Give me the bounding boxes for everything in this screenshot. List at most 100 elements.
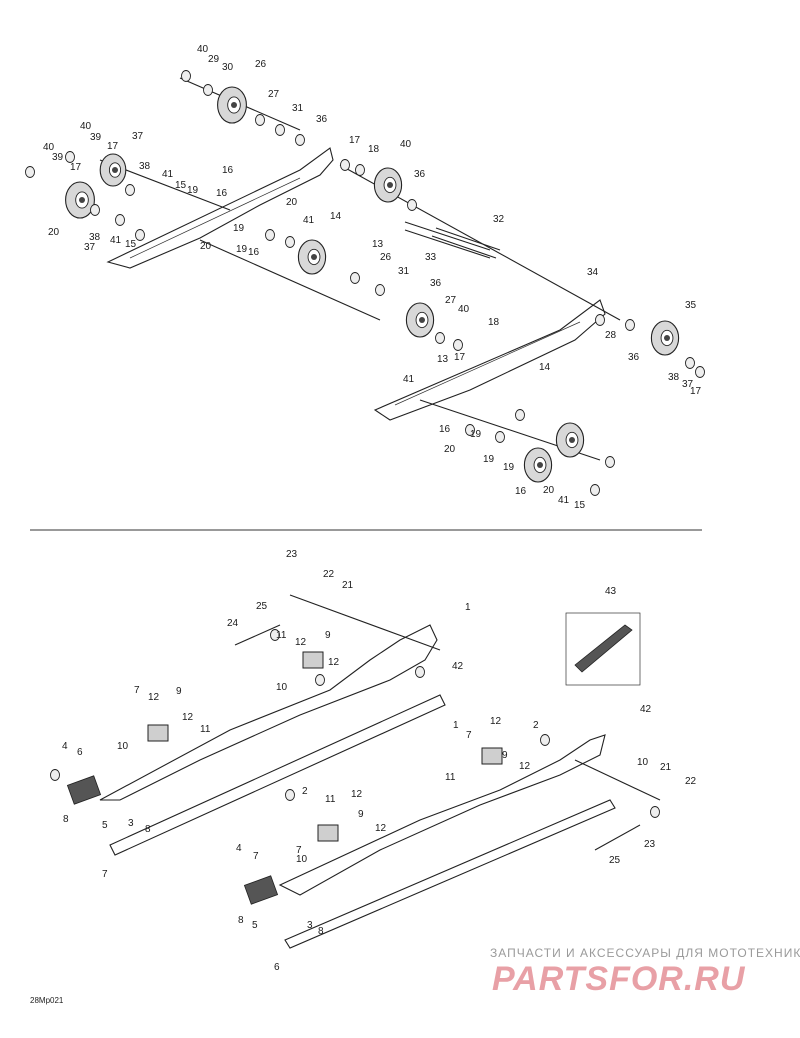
shaft-tube-28 xyxy=(404,221,491,259)
upper-callout-33: 17 xyxy=(349,135,361,146)
upper-callout-4: 27 xyxy=(268,89,280,100)
lower-callout-6: 11 xyxy=(276,630,287,641)
upper-callout-36: 36 xyxy=(414,169,426,180)
upper-callout-52: 41 xyxy=(403,374,415,385)
right-rail-upper xyxy=(373,299,606,421)
upper-callout-1: 29 xyxy=(208,54,220,65)
lower-callout-9: 12 xyxy=(328,657,340,668)
lower-callout-0: 23 xyxy=(286,549,298,560)
wheel-9 xyxy=(555,422,585,458)
washer-31 xyxy=(270,629,280,641)
block-9-a xyxy=(302,651,324,669)
upper-callout-30: 41 xyxy=(303,215,315,226)
wheel-2 xyxy=(99,153,127,187)
lower-callout-52: 25 xyxy=(609,855,621,866)
upper-callout-48: 18 xyxy=(488,317,500,328)
upper-callout-3: 26 xyxy=(255,59,267,70)
lower-callout-25: 7 xyxy=(102,869,108,880)
lower-callout-8: 9 xyxy=(325,630,331,641)
lower-callout-42: 1 xyxy=(453,720,459,731)
washer-8 xyxy=(407,199,417,211)
upper-callout-64: 17 xyxy=(690,386,702,397)
washer-18 xyxy=(453,339,463,351)
lower-callout-21: 8 xyxy=(63,814,69,825)
washer-13 xyxy=(265,229,275,241)
lower-callout-34: 7 xyxy=(253,851,259,862)
washer-37 xyxy=(50,769,60,781)
lower-callout-31: 7 xyxy=(296,845,302,856)
shaft-tube-35 xyxy=(431,227,501,259)
lower-callout-50: 22 xyxy=(685,776,697,787)
washer-11 xyxy=(115,214,125,226)
upper-callout-21: 38 xyxy=(89,232,101,243)
lower-callout-16: 12 xyxy=(182,712,194,723)
part-43-shape xyxy=(574,624,633,673)
upper-callout-23: 15 xyxy=(125,239,137,250)
lower-callout-45: 9 xyxy=(502,750,508,761)
washer-6 xyxy=(340,159,350,171)
washer-25 xyxy=(515,409,525,421)
lower-callout-41: 42 xyxy=(640,704,652,715)
bumper-5-left xyxy=(66,775,102,805)
upper-callout-61: 15 xyxy=(574,500,586,511)
upper-callout-51: 14 xyxy=(539,362,551,373)
left-rail-edge xyxy=(129,177,301,259)
lower-callout-23: 3 xyxy=(128,818,134,829)
part-43-frame xyxy=(565,612,641,686)
bolt-24-left xyxy=(234,624,281,646)
lower-callout-39: 6 xyxy=(274,962,280,973)
block-9-d xyxy=(481,747,503,765)
upper-callout-19: 20 xyxy=(48,227,60,238)
lower-callout-36: 5 xyxy=(252,920,258,931)
upper-callout-11: 40 xyxy=(43,142,55,153)
lower-callout-26: 2 xyxy=(302,786,308,797)
idler-wheels xyxy=(65,86,680,483)
washer-17 xyxy=(435,332,445,344)
washer-21 xyxy=(685,357,695,369)
upper-callout-49: 17 xyxy=(454,352,466,363)
lower-callout-7: 12 xyxy=(295,637,307,648)
lower-callout-35: 8 xyxy=(238,915,244,926)
washer-34 xyxy=(650,806,660,818)
lower-callout-47: 11 xyxy=(445,772,456,783)
block-9-b xyxy=(147,724,169,742)
washer-35 xyxy=(285,789,295,801)
lower-callout-14: 12 xyxy=(148,692,160,703)
washer-2 xyxy=(203,84,213,96)
small-hardware xyxy=(25,70,705,818)
upper-callout-54: 20 xyxy=(444,444,456,455)
washer-5 xyxy=(295,134,305,146)
washer-10 xyxy=(90,204,100,216)
lower-assembly xyxy=(66,594,661,949)
upper-callout-29: 20 xyxy=(286,197,298,208)
lower-callout-28: 12 xyxy=(351,789,363,800)
upper-callout-42: 36 xyxy=(628,352,640,363)
lower-callout-49: 21 xyxy=(660,762,672,773)
upper-callout-22: 41 xyxy=(110,235,122,246)
upper-callout-28: 16 xyxy=(248,247,260,258)
upper-callout-20: 37 xyxy=(84,242,96,253)
wheel-5 xyxy=(297,239,327,275)
upper-callout-17: 16 xyxy=(222,165,234,176)
lower-callout-13: 7 xyxy=(134,685,140,696)
right-slide-frame xyxy=(278,734,606,896)
upper-callout-10: 17 xyxy=(107,141,119,152)
upper-callout-24: 16 xyxy=(216,188,228,199)
upper-callout-39: 34 xyxy=(587,267,599,278)
lower-callout-4: 25 xyxy=(256,601,268,612)
upper-callout-35: 40 xyxy=(400,139,412,150)
left-rail-upper xyxy=(106,147,334,269)
diagram-code: 28Mp021 xyxy=(30,996,64,1005)
wheel-1 xyxy=(217,86,247,124)
lower-callout-5: 24 xyxy=(227,618,239,629)
washer-26 xyxy=(605,456,615,468)
wheel-7 xyxy=(650,320,680,356)
upper-callout-16: 15 xyxy=(175,180,187,191)
washer-9 xyxy=(125,184,135,196)
left-slide-frame xyxy=(99,624,438,801)
upper-callout-26: 19 xyxy=(233,223,245,234)
upper-callout-58: 16 xyxy=(515,486,527,497)
